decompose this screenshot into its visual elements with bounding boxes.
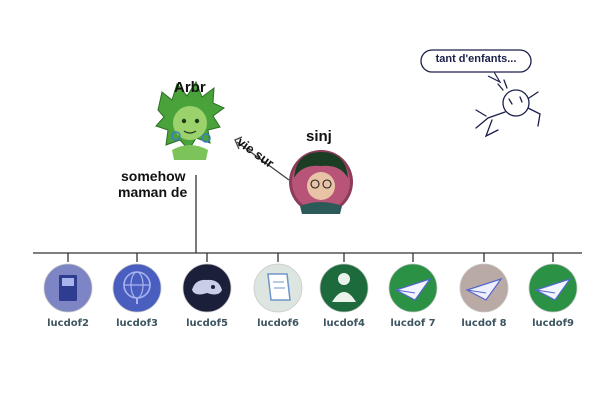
- child-avatar: [253, 263, 303, 313]
- paper-plane-icon: [394, 277, 432, 301]
- child-avatar: [43, 263, 93, 313]
- child-avatar: [182, 263, 232, 313]
- green-figure-icon: [332, 273, 356, 302]
- child-avatars: [43, 263, 578, 313]
- parent-name: Arbr: [174, 79, 206, 96]
- child-avatar: [459, 263, 509, 313]
- parent-relation-line2: maman de: [118, 184, 188, 200]
- game-controller-icon: [192, 279, 222, 295]
- child-label: lucdof5: [186, 318, 228, 329]
- child-label: lucdof 7: [390, 318, 436, 329]
- arcade-cabinet-icon: [59, 275, 77, 301]
- relation-arrow: [234, 136, 290, 181]
- speech-bubble: [420, 49, 532, 84]
- child-label: lucdof6: [257, 318, 299, 329]
- child-label: lucdof 8: [461, 318, 507, 329]
- child-avatar: [112, 263, 162, 313]
- child-label: lucdof4: [323, 318, 365, 329]
- sinj-avatar: [289, 150, 353, 214]
- child-avatar: [388, 263, 438, 313]
- child-label: lucdof2: [47, 318, 89, 329]
- child-connector-ticks: [67, 253, 554, 262]
- globe-icon: [123, 271, 151, 304]
- child-label: lucdof3: [116, 318, 158, 329]
- child-label: lucdof9: [532, 318, 574, 329]
- parent-relation-line1: somehow: [121, 168, 186, 184]
- paper-plane-icon: [465, 277, 503, 301]
- child-avatar: [319, 263, 369, 313]
- arbr-avatar: [155, 80, 225, 160]
- paper-scroll-icon: [267, 273, 291, 301]
- speech-bubble-text: tant d'enfants...: [435, 53, 517, 65]
- doodle-character: [475, 79, 541, 138]
- child-avatar: [528, 263, 578, 313]
- paper-plane-icon: [534, 277, 572, 301]
- partner-name: sinj: [306, 128, 332, 145]
